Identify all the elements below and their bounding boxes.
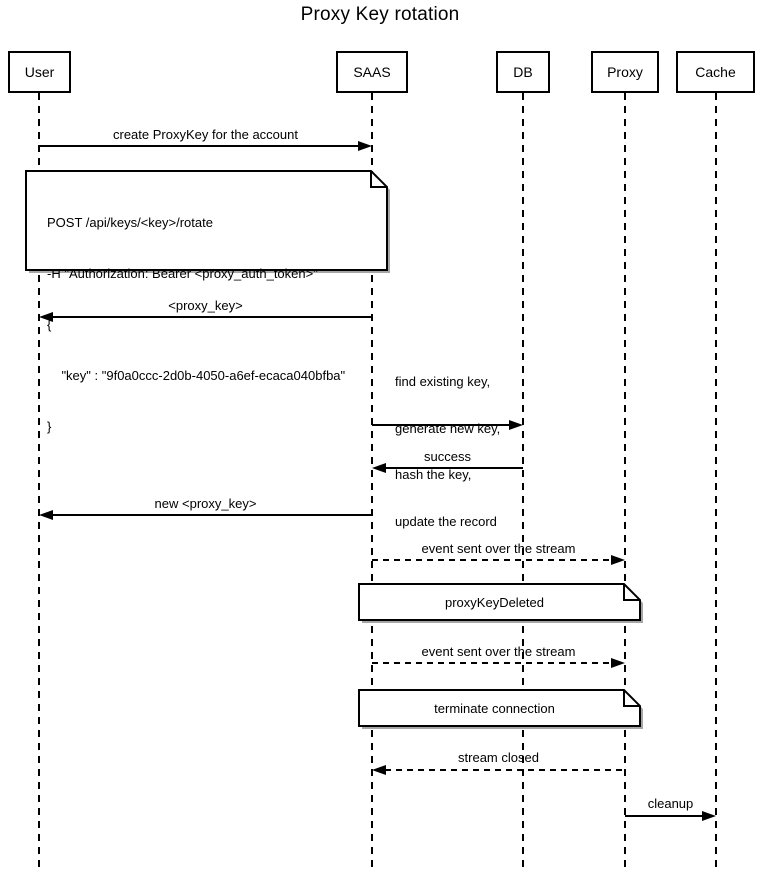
message-line-event-stream-1: [372, 559, 613, 561]
message-label-new-proxy-key: new <proxy_key>: [154, 496, 257, 511]
participant-proxy: Proxy: [591, 51, 659, 93]
arrowhead-left-success: [372, 463, 386, 473]
message-label-event-stream-2: event sent over the stream: [421, 644, 576, 659]
note-code-line: -H "Authorization: Bearer <proxy_auth_to…: [47, 266, 318, 281]
note-rotate-request: POST /api/keys/<key>/rotate -H "Authoriz…: [25, 170, 391, 434]
db-action-line: find existing key,: [395, 374, 491, 389]
arrowhead-left-stream-closed: [372, 765, 386, 775]
participant-saas-label: SAAS: [353, 64, 391, 80]
arrowhead-right-update-record: [509, 420, 523, 430]
diagram-title: Proxy Key rotation: [300, 4, 460, 25]
message-label-cleanup: cleanup: [647, 796, 694, 811]
note-code-line: }: [47, 419, 52, 434]
lifeline-cache: [715, 93, 717, 873]
message-label-create-proxykey: create ProxyKey for the account: [113, 127, 298, 142]
note-proxykey-deleted: proxyKeyDeleted: [358, 583, 645, 625]
message-line-proxy-key: [52, 316, 372, 318]
participant-proxy-label: Proxy: [607, 64, 643, 80]
message-line-update-record: [372, 424, 511, 426]
lifeline-proxy: [624, 93, 626, 873]
participant-db: DB: [496, 51, 550, 93]
participant-db-label: DB: [513, 64, 533, 80]
message-line-create-proxykey: [39, 145, 360, 147]
message-label-success: success: [424, 449, 471, 464]
note-shape: [358, 689, 643, 729]
note-shape: [25, 170, 390, 273]
message-line-stream-closed: [385, 769, 625, 771]
arrowhead-left-proxy-key: [39, 312, 53, 322]
db-action-line: update the record: [395, 513, 497, 529]
message-line-cleanup: [625, 815, 704, 817]
message-label-stream-closed: stream closed: [458, 750, 539, 765]
message-label-proxy-key: <proxy_key>: [168, 298, 243, 313]
note-code-line: {: [47, 317, 52, 332]
participant-cache: Cache: [676, 51, 755, 93]
note-code-line: POST /api/keys/<key>/rotate: [47, 215, 213, 230]
arrowhead-left-new-proxy-key: [39, 510, 53, 520]
lifeline-user: [38, 93, 40, 873]
message-line-new-proxy-key: [52, 514, 372, 516]
db-action-line: hash the key,: [395, 467, 472, 482]
message-label-event-stream-1: event sent over the stream: [421, 541, 576, 556]
lifeline-saas: [371, 93, 373, 873]
participant-user-label: User: [24, 64, 55, 80]
participant-saas: SAAS: [336, 51, 408, 93]
message-line-success: [385, 467, 523, 469]
note-terminate-connection-label: terminate connection: [434, 700, 555, 716]
lifeline-db: [522, 93, 524, 873]
arrowhead-right-event-stream-1: [611, 555, 625, 565]
note-terminate-connection: terminate connection: [358, 689, 645, 731]
arrowhead-right-create-proxykey: [358, 141, 372, 151]
participant-user: User: [8, 51, 71, 93]
note-proxykey-deleted-label: proxyKeyDeleted: [445, 594, 544, 610]
note-shape: [358, 583, 643, 623]
db-action-line: generate new key,: [395, 420, 501, 436]
note-rotate-request-text: POST /api/keys/<key>/rotate -H "Authoriz…: [47, 180, 345, 469]
message-line-event-stream-2: [372, 662, 613, 664]
arrowhead-right-cleanup: [702, 811, 716, 821]
arrowhead-right-event-stream-2: [611, 658, 625, 668]
participant-cache-label: Cache: [695, 64, 736, 80]
note-code-line: "key" : "9f0a0ccc-2d0b-4050-a6ef-ecaca04…: [47, 368, 346, 383]
